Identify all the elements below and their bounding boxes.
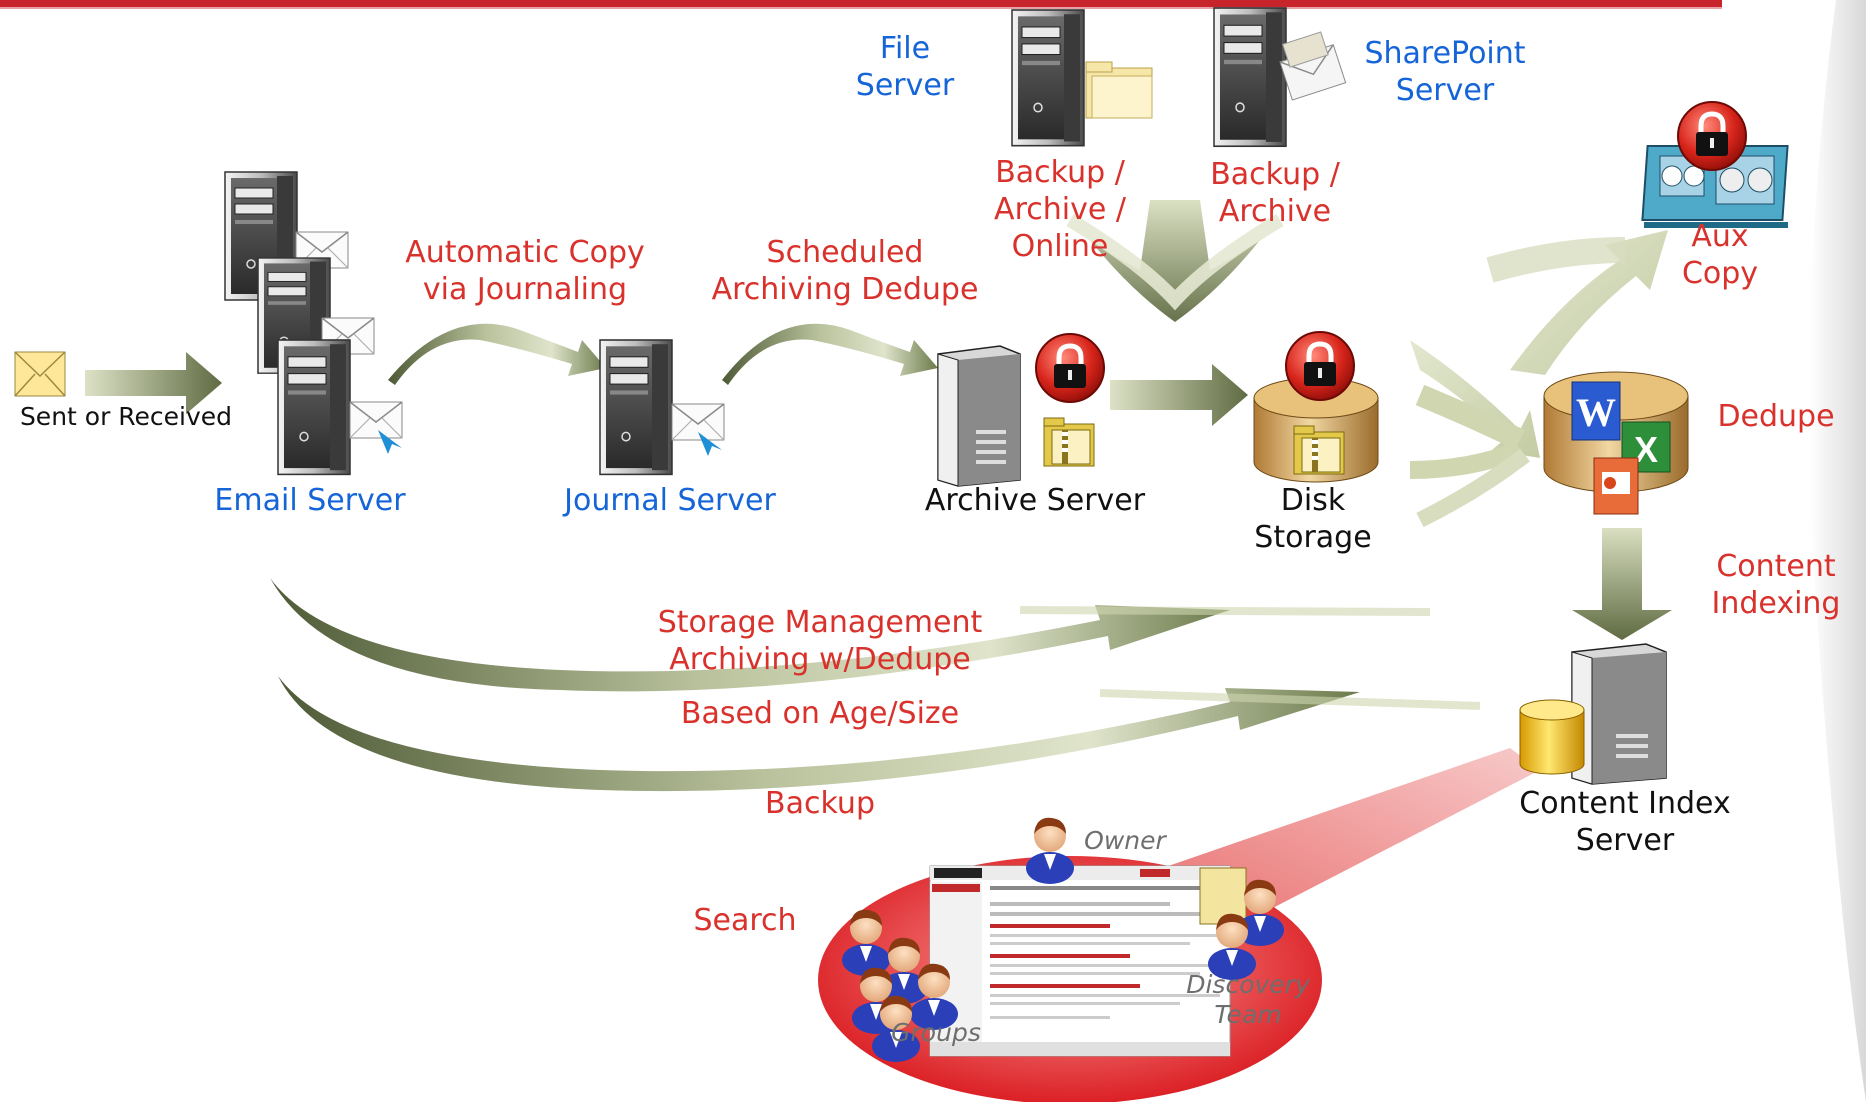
powerpoint-document-icon [1593,457,1639,515]
disk-storage-icon [1253,332,1379,483]
arrow-journal-to-archive [722,323,938,385]
owner-user-icon [1026,817,1074,884]
file-server-icon [1011,9,1153,147]
file-server-label: File Server [855,31,955,103]
search-label: Search [693,903,797,938]
email-server-icon [224,171,403,476]
search-app-screenshot-icon [929,865,1231,1057]
groups-label: Groups [891,1018,981,1047]
storage-management-label: Storage Management Archiving w/Dedupe [657,605,983,677]
database-cylinder-icon [1519,699,1585,775]
content-indexing-label: Content Indexing [1711,549,1841,621]
archive-server-label: Archive Server [924,483,1146,518]
based-on-age-size-label: Based on Age/Size [680,696,960,731]
arrow-dedupe-to-aux [1510,230,1668,375]
sharepoint-server-icon [1213,7,1347,148]
arrow-archive-to-disk [1110,364,1248,426]
automatic-copy-label: Automatic Copy via Journaling [405,235,645,307]
content-index-server-icon [1519,643,1667,785]
backup-archive-online-label: Backup / Archive / Online [994,155,1126,264]
arrow-email-to-journal [388,323,606,385]
archive-server-icon [937,334,1104,487]
scheduled-archiving-label: Scheduled Archiving Dedupe [711,235,979,307]
arrow-servers-to-disk [1090,200,1260,322]
tape-library-icon [1641,102,1789,228]
content-index-server-label: Content Index Server [1519,786,1731,858]
discovery-team-users-icon [1199,867,1284,980]
arrow-sent-to-email [85,352,222,414]
aux-copy-label: Aux Copy [1681,219,1759,291]
email-server-label: Email Server [214,483,406,518]
arrow-dedupe-to-index [1572,528,1672,640]
sent-received-label: Sent or Received [19,402,233,431]
svg-text:W: W [1576,390,1616,435]
backup-archive-label: Backup / Archive [1210,157,1340,229]
word-document-icon: W [1571,381,1621,441]
top-accent-line [0,7,1722,9]
arrow-age-size [278,676,1360,792]
owner-label: Owner [1084,826,1166,855]
backup-label: Backup [765,786,875,821]
sent-envelope-icon [14,351,66,397]
right-decorative-swoosh [1809,0,1866,1102]
arrow-storage-management [270,578,1230,692]
top-accent-bar [0,0,1722,7]
disk-storage-label: Disk Storage [1254,483,1372,555]
journal-server-icon [599,339,725,476]
dedupe-cylinder-icon: W X [1543,371,1689,515]
dedupe-label: Dedupe [1717,399,1835,434]
journal-server-label: Journal Server [564,483,776,518]
sharepoint-server-label: SharePoint Server [1364,36,1526,108]
discovery-team-label: Discovery Team [1186,970,1310,1029]
